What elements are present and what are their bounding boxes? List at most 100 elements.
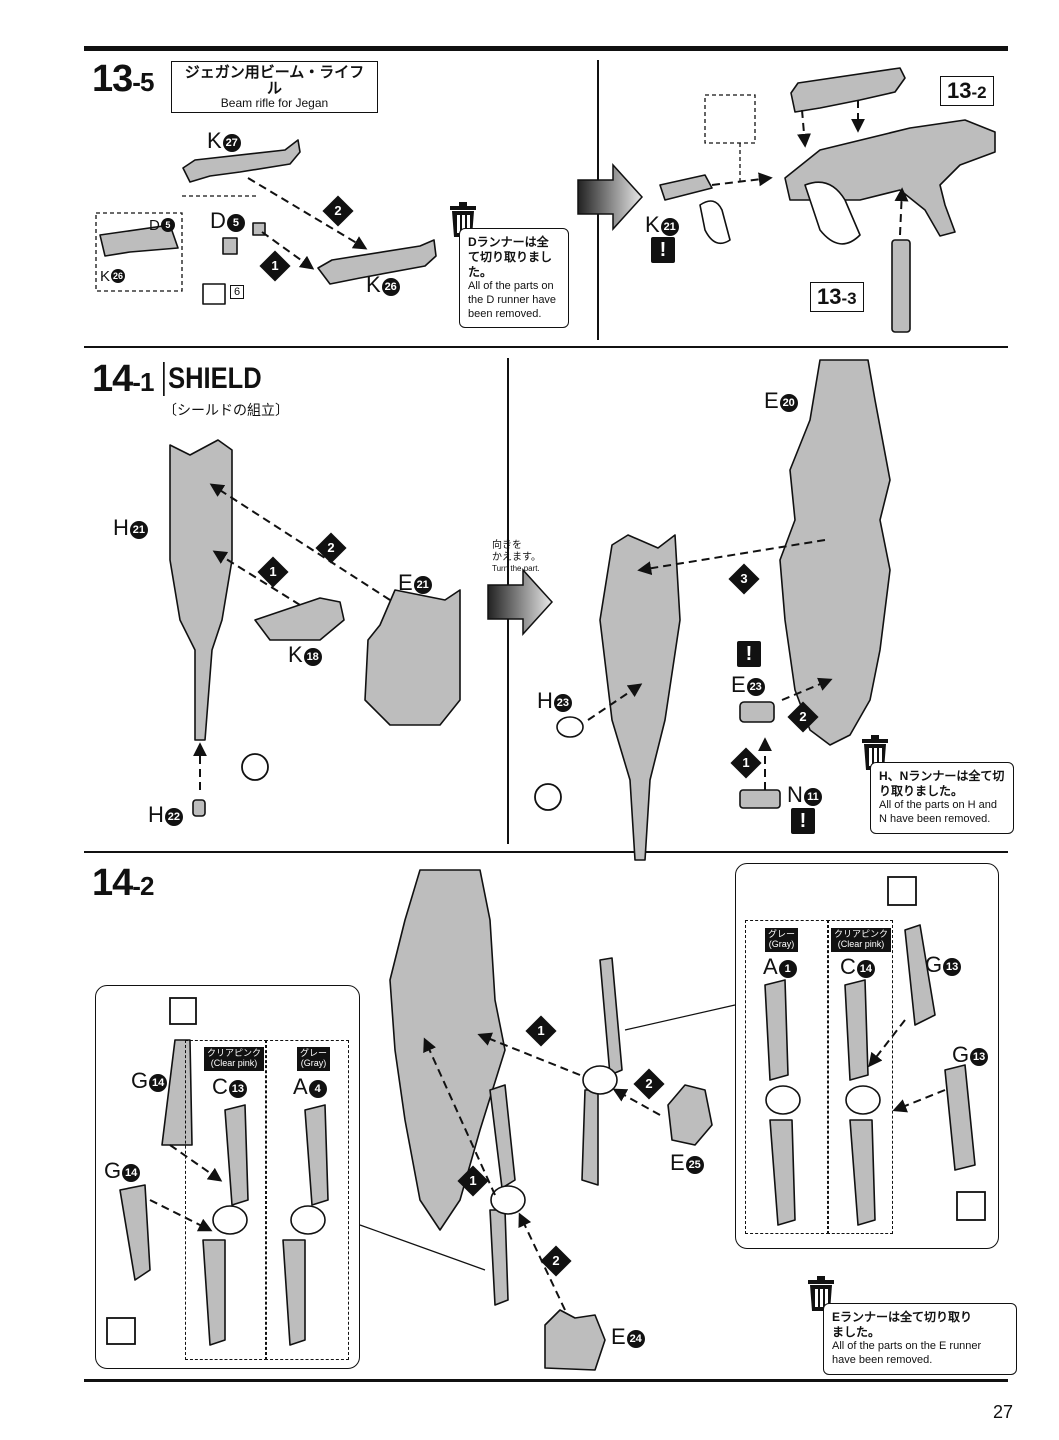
part-letter: C — [212, 1074, 228, 1099]
ref-main: 13 — [817, 284, 842, 309]
part-number: 11 — [803, 788, 822, 806]
part-number: 22 — [164, 808, 183, 826]
col-clear-pink-right — [827, 920, 893, 1234]
part-letter: K — [100, 268, 111, 285]
next-arrow-13-5 — [577, 163, 644, 231]
step-marker-text: 2 — [645, 1076, 653, 1091]
part-number: 25 — [685, 1156, 704, 1174]
note-h-n-runner: H、Nランナーは全て切り取りました。 All of the parts on H… — [870, 762, 1014, 834]
warning-icon: ! — [651, 237, 675, 263]
warning-icon-n11: ! — [791, 808, 815, 834]
title-beam-rifle: ジェガン用ビーム・ライフル Beam rifle for Jegan — [171, 61, 378, 114]
note-e-runner: Eランナーは全て切り取り ました。 All of the parts on th… — [823, 1303, 1017, 1375]
divider-13-14 — [84, 346, 1008, 348]
tag-en: (Clear pink) — [210, 1057, 258, 1068]
part-letter: E — [398, 570, 413, 595]
part-number: 24 — [626, 1330, 645, 1348]
part-e20 — [779, 359, 891, 746]
tag-clear-pink: クリアピンク (Clear pink) — [831, 928, 892, 952]
note-jp-1: Eランナーは全て切り取り — [832, 1310, 973, 1324]
step-marker-2: 2 — [315, 532, 347, 564]
part-number: 20 — [779, 394, 798, 412]
part-letter: A — [293, 1074, 308, 1099]
part-number: 14 — [149, 1074, 168, 1092]
part-letter: E — [611, 1324, 626, 1349]
part-letter: H — [537, 688, 553, 713]
part-letter: G — [925, 952, 943, 977]
part-letter: H — [148, 802, 164, 827]
part-letter: K — [366, 272, 381, 297]
part-letter: N — [787, 782, 803, 807]
part-number: 21 — [660, 218, 679, 236]
part-number: 26 — [111, 269, 126, 283]
step-marker-text: 3 — [740, 571, 748, 586]
part-letter: E — [731, 672, 746, 697]
ref-sub: -3 — [841, 289, 857, 308]
ref-13-3: 13-3 — [810, 282, 864, 312]
step-marker-text: 1 — [537, 1023, 545, 1038]
tag-en: (Gray) — [300, 1057, 327, 1068]
step-number-main: 13 — [92, 58, 133, 100]
note-jp-2: ました。 — [832, 1325, 881, 1339]
part-number: 13 — [228, 1080, 247, 1098]
part-k18 — [254, 597, 345, 641]
part-letter: D — [210, 208, 226, 233]
col-clear-pink-left — [185, 1040, 267, 1360]
part-number: 26 — [381, 278, 400, 296]
part-letter: D — [149, 217, 160, 234]
step-marker-1: 1 — [525, 1015, 557, 1047]
col-gray-left — [265, 1040, 349, 1360]
part-letter: G — [952, 1042, 970, 1067]
top-rule — [84, 46, 1008, 51]
part-k27 — [182, 139, 301, 183]
part-letter: K — [207, 128, 222, 153]
part-e21 — [364, 589, 461, 726]
part-h21 — [169, 439, 233, 741]
part-letter: G — [131, 1068, 149, 1093]
part-number: 23 — [746, 678, 765, 696]
part-letter: H — [113, 515, 129, 540]
part-number: 5 — [226, 214, 245, 232]
part-number: 4 — [308, 1080, 327, 1098]
warning-icon-e23: ! — [737, 641, 761, 667]
part-number: 13 — [970, 1048, 989, 1066]
tag-en: (Gray) — [768, 938, 795, 949]
note-jp: Dランナーは全て切り取りました。 — [468, 235, 553, 279]
step-marker-text: 2 — [552, 1253, 560, 1268]
note-en: All of the parts on H and N have been re… — [879, 799, 998, 825]
tag-jp: グレー — [768, 929, 796, 939]
tag-jp: クリアピンク — [834, 929, 889, 939]
part-number: 13 — [943, 958, 962, 976]
section-subtitle-shield: 〔シールドの組立〕 — [163, 402, 289, 418]
part-letter: E — [764, 388, 779, 413]
part-magazine — [891, 239, 911, 333]
step-marker-2: 2 — [633, 1068, 665, 1100]
step-number-main: 14 — [92, 358, 133, 400]
step-number-14-2: 14-2 — [92, 862, 154, 905]
turn-en: Turn the part. — [492, 564, 540, 573]
tag-jp: グレー — [300, 1048, 328, 1058]
tag-en: (Clear pink) — [837, 938, 885, 949]
part-shield-assembled — [389, 869, 506, 1231]
part-letter: K — [288, 642, 303, 667]
part-letter: C — [840, 954, 856, 979]
col-gray-right — [745, 920, 829, 1234]
step-number-sub: -5 — [132, 67, 154, 97]
step-marker-2c: 2 — [540, 1245, 572, 1277]
step-marker-2b: 2 — [787, 701, 819, 733]
